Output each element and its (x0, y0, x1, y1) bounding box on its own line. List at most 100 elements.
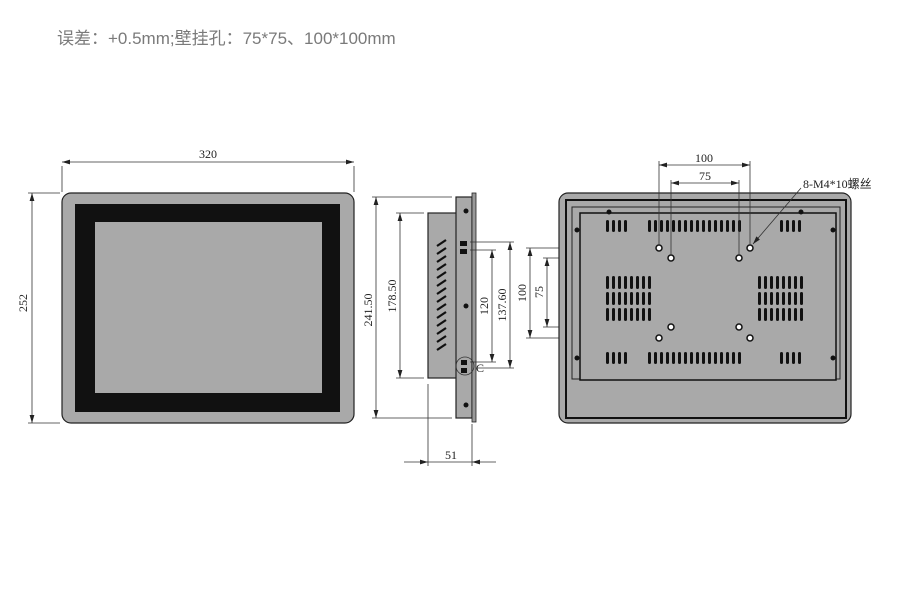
vent-slot (702, 220, 705, 232)
vent-slot (690, 352, 693, 364)
vent-slot (618, 220, 621, 232)
screw-callout: 8-M4*10螺丝 (803, 177, 872, 191)
vent-slot (780, 220, 783, 232)
vent-slot (726, 220, 729, 232)
vent-slot (654, 352, 657, 364)
vent-slot (630, 308, 633, 321)
louver-slot (436, 319, 447, 327)
vent-slot (798, 352, 801, 364)
mounting-hole (735, 323, 743, 331)
port-spacing-120: 120 (477, 297, 491, 315)
vesa-100-vertical: 100 (515, 284, 529, 302)
height-dimension: 252 (16, 294, 30, 312)
vent-slot (672, 352, 675, 364)
vent-slot (764, 276, 767, 289)
vent-slot (624, 292, 627, 305)
vent-slot (786, 352, 789, 364)
vesa-100-horizontal: 100 (695, 151, 713, 165)
vent-slot (726, 352, 729, 364)
louver-slot (436, 271, 447, 279)
vent-slot (788, 276, 791, 289)
vent-slot (780, 352, 783, 364)
vent-slot (624, 352, 627, 364)
vent-slot (792, 220, 795, 232)
front-view: 320 252 (16, 147, 355, 424)
vent-slot (732, 352, 735, 364)
vent-slot (618, 292, 621, 305)
mounting-hole (655, 334, 663, 342)
vent-slot (800, 308, 803, 321)
mounting-hole (667, 323, 675, 331)
vent-slot (782, 276, 785, 289)
back-box-height-dimension: 178.50 (385, 280, 399, 313)
louver-slot (436, 295, 447, 303)
vent-slot (770, 308, 773, 321)
vent-slot (642, 292, 645, 305)
vent-slot (636, 276, 639, 289)
vent-slot (606, 308, 609, 321)
vent-slot (696, 220, 699, 232)
louver-slot (436, 287, 447, 295)
mounting-hole (667, 254, 675, 262)
vent-slot (684, 352, 687, 364)
vent-slot (648, 276, 651, 289)
vent-slot (776, 292, 779, 305)
vent-slot (788, 308, 791, 321)
vent-slot (690, 220, 693, 232)
mounting-hole (735, 254, 743, 262)
louver-slot (436, 279, 447, 287)
vent-slot (666, 220, 669, 232)
side-view: C 241.50 178.50 120 137.60 100 75 51 (361, 192, 669, 466)
mounting-hole (746, 244, 754, 252)
vent-slot (798, 220, 801, 232)
vent-slot (788, 292, 791, 305)
vent-slot (648, 220, 651, 232)
vent-slot (696, 352, 699, 364)
vent-slot (660, 220, 663, 232)
louver-slot (436, 311, 447, 319)
vent-slot (714, 220, 717, 232)
vent-slot (800, 292, 803, 305)
louver-slot (436, 343, 447, 351)
vent-slot (678, 352, 681, 364)
vent-slot (738, 220, 741, 232)
vent-slot (606, 220, 609, 232)
louver-slot (436, 263, 447, 271)
vesa-75-horizontal: 75 (699, 169, 711, 183)
vent-slot (738, 352, 741, 364)
overall-height-dimension: 241.50 (361, 294, 375, 327)
tolerance-note: 误差：+0.5mm;壁挂孔：75*75、100*100mm (57, 29, 396, 48)
louver-slot (436, 255, 447, 263)
vent-slot (776, 276, 779, 289)
mounting-hole (746, 334, 754, 342)
vent-slot (666, 352, 669, 364)
port-spacing-137-60: 137.60 (495, 289, 509, 322)
vent-slot (708, 220, 711, 232)
vent-slot (612, 352, 615, 364)
vent-slot (672, 220, 675, 232)
vent-slot (792, 352, 795, 364)
vent-slot (618, 308, 621, 321)
vent-slot (636, 308, 639, 321)
vent-slot (678, 220, 681, 232)
vent-slot (630, 292, 633, 305)
vent-slot (648, 292, 651, 305)
vent-slot (642, 276, 645, 289)
vent-slot (758, 292, 761, 305)
vent-slot (708, 352, 711, 364)
vent-slot (714, 352, 717, 364)
vent-slot (720, 352, 723, 364)
vesa-75-vertical: 75 (532, 286, 546, 298)
vent-slot (794, 308, 797, 321)
louver-slot (436, 247, 447, 255)
vent-slot (786, 220, 789, 232)
vent-slot (624, 276, 627, 289)
vent-slot (758, 276, 761, 289)
vent-slot (660, 352, 663, 364)
mounting-hole (655, 244, 663, 252)
vent-slot (606, 292, 609, 305)
vent-slot (764, 308, 767, 321)
vent-slot (720, 220, 723, 232)
vent-slot (782, 308, 785, 321)
